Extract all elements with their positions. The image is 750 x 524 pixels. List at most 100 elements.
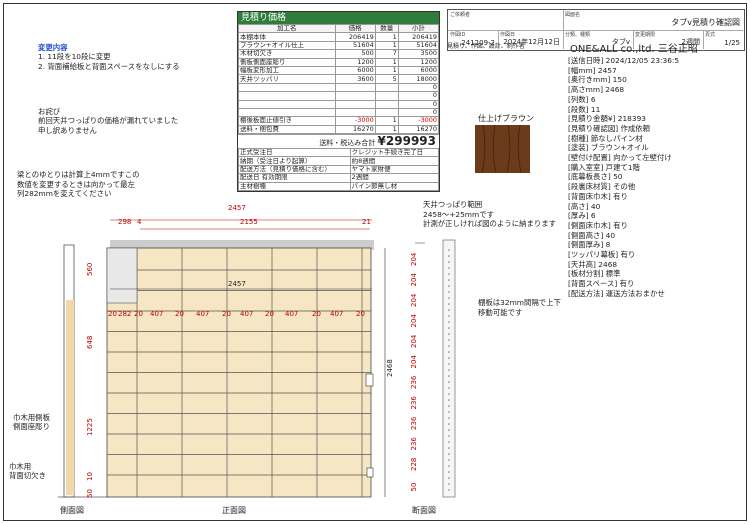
spec-list: [送信日時] 2024/12/05 23:36:5[幅mm] 2457[奥行きm… — [568, 56, 746, 299]
spec-item: [側面厚み] 8 — [568, 240, 611, 250]
note-line: 梁とのゆとりは計算上4mmですこの — [17, 170, 140, 179]
drawing-frame — [3, 3, 747, 521]
wood-sample — [475, 124, 530, 174]
page-label: 頁式 — [705, 32, 716, 38]
spec-item: [側面高さ] 40 — [568, 230, 616, 240]
company-name: ONE&ALL co.,ltd. 三谷正昭 — [570, 44, 698, 55]
total-value: ¥299993 — [377, 134, 436, 149]
change-line: 1. 11段を10段に変更 — [38, 52, 111, 62]
change-notes: 変更内容 1. 11段を10段に変更 2. 背面補給板と背面スペースをなしにする — [38, 43, 180, 71]
spec-item: [高さmm] 2468 — [568, 85, 625, 95]
dim-right-height: 204 — [410, 293, 418, 307]
customer-label: ご依頼者 — [450, 12, 471, 18]
spec-item: [厚み] 6 — [568, 211, 596, 221]
note-line: 数値を変更するときは向かって最左 — [17, 179, 135, 189]
estimate-header-row: 加工名 価格 数量 小計 — [238, 23, 440, 34]
spec-item: [段数] 11 — [568, 104, 601, 114]
dim-right-height: 204 — [410, 252, 418, 266]
total-row: 送料・税込み合計 ¥299993 — [238, 134, 439, 148]
company-roles: 見積り、作図、設計、制作者 — [447, 43, 525, 50]
drawing-label: 図面名 — [565, 12, 581, 18]
dim-height: 2468 — [386, 359, 394, 377]
dim-column-width: 407 — [240, 310, 253, 318]
dim-column-width: 20 — [265, 310, 274, 318]
note-line: 列282mmを変えてください — [17, 189, 112, 198]
dim-right-height: 228 — [410, 458, 418, 471]
note-line: 移動可能です — [478, 307, 523, 317]
note-line: 棚板は32mm間隔で上下 — [478, 298, 561, 307]
spec-item: [ツッパリ幕板] 有り — [568, 250, 636, 260]
note-line: 側面座彫り — [13, 422, 50, 431]
apology-line: お詫び — [38, 107, 61, 116]
spec-item: [底幕板長さ] 50 — [568, 172, 623, 182]
dim-column-width: 407 — [285, 310, 298, 318]
dim-right-gap: 21 — [362, 218, 371, 226]
category: タブv — [611, 38, 630, 46]
date-label: 作図日 — [500, 32, 516, 38]
dim-right-height: 204 — [410, 334, 418, 348]
spec-item: [側面床巾木] 有り — [568, 220, 628, 230]
ceiling-note: 天井つっぱり範囲 2458～+25mmです 計測が正しければ図のように納まります — [423, 200, 556, 229]
dim-right-height: 204 — [410, 273, 418, 287]
total-label: 送料・税込み合計 — [319, 139, 376, 148]
dimension-texts: 2457 2155 298 4 21 2457 2468 — [118, 204, 394, 377]
dim-front-width: 2457 — [228, 280, 246, 288]
finish-label: 仕上げブラウン — [478, 114, 534, 123]
apology-line: 前回天井つっぱりの価格が漏れていました — [38, 116, 179, 126]
drawing-name: タブv見積り確認図 — [671, 18, 740, 27]
estimate-cell: 16270 — [334, 124, 376, 135]
note-line: 計測が正しければ図のように納まります — [423, 219, 557, 228]
dim-left-height: 10 — [86, 472, 94, 481]
spec-item: [背面床巾木] 有り — [568, 191, 628, 201]
estimate-title: 見積り価格 — [238, 12, 439, 24]
dim-column-width: 20 — [108, 310, 117, 318]
order-no: 241209-2 — [461, 39, 495, 47]
change-line: 2. 背面補給板と背面スペースをなしにする — [38, 61, 180, 71]
date: 2024年12月12日 — [503, 38, 560, 46]
estimate-cell: 16270 — [397, 124, 440, 135]
dim-column-width: 20 — [222, 310, 231, 318]
category-label: 分類、種類 — [565, 32, 591, 38]
info-cell: パイン節無し材 — [349, 181, 440, 192]
dim-left-height: 648 — [86, 336, 94, 349]
wood-grain — [481, 124, 522, 174]
change-title: 変更内容 — [38, 43, 68, 52]
dim-right-height: 236 — [410, 437, 418, 451]
dim-right-height: 236 — [410, 375, 418, 389]
note-line: 巾木用 — [9, 462, 32, 471]
spec-item: [塗装] ブラウン+オイル — [568, 143, 649, 153]
left-height-dimensions: 560 648 1225 10 50 — [86, 263, 94, 498]
spec-item: [壁付け配置] 向かって左壁付け — [568, 153, 672, 163]
spec-item: [購入室室] 戸建て1階 — [568, 162, 640, 172]
dim-left-height: 560 — [86, 263, 94, 276]
spec-item: [送信日時] 2024/12/05 23:36:5 — [568, 56, 680, 65]
dim-left-height: 1225 — [86, 418, 94, 436]
dim-right-height: 236 — [410, 416, 418, 430]
dim-left-offset: 298 — [118, 218, 131, 226]
dim-left-height: 50 — [86, 489, 94, 498]
beam-note: 梁とのゆとりは計算上4mmですこの 数値を変更するときは向かって最左 列282m… — [17, 170, 140, 199]
back-notch-note: 巾木用 背面切欠き — [9, 462, 46, 480]
dim-column-width: 20 — [134, 310, 143, 318]
order-label: 作図ID — [450, 32, 466, 38]
spec-item: [樹種] 節なしパイン材 — [568, 133, 643, 143]
dim-column-width: 282 — [118, 310, 131, 318]
dim-right-height: 236 — [410, 396, 418, 410]
section-view — [415, 239, 456, 498]
dim-column-width: 407 — [330, 310, 343, 318]
dim-inner-width: 2155 — [240, 218, 258, 226]
dim-overall-width: 2457 — [228, 204, 246, 212]
spec-item: [見積り金額¥] 218393 — [568, 114, 646, 124]
spec-item: [見積り確認図] 作成依頼 — [568, 123, 651, 133]
dim-column-width: 407 — [196, 310, 209, 318]
apology-line: 申し訳ありません — [38, 125, 97, 135]
info-row: 主材樹種パイン節無し材 — [238, 181, 440, 192]
dim-right-height: 204 — [410, 355, 418, 369]
dim-left-gap: 4 — [137, 218, 142, 226]
change-label: 変更期限 — [635, 32, 656, 38]
dim-column-width: 20 — [312, 310, 321, 318]
